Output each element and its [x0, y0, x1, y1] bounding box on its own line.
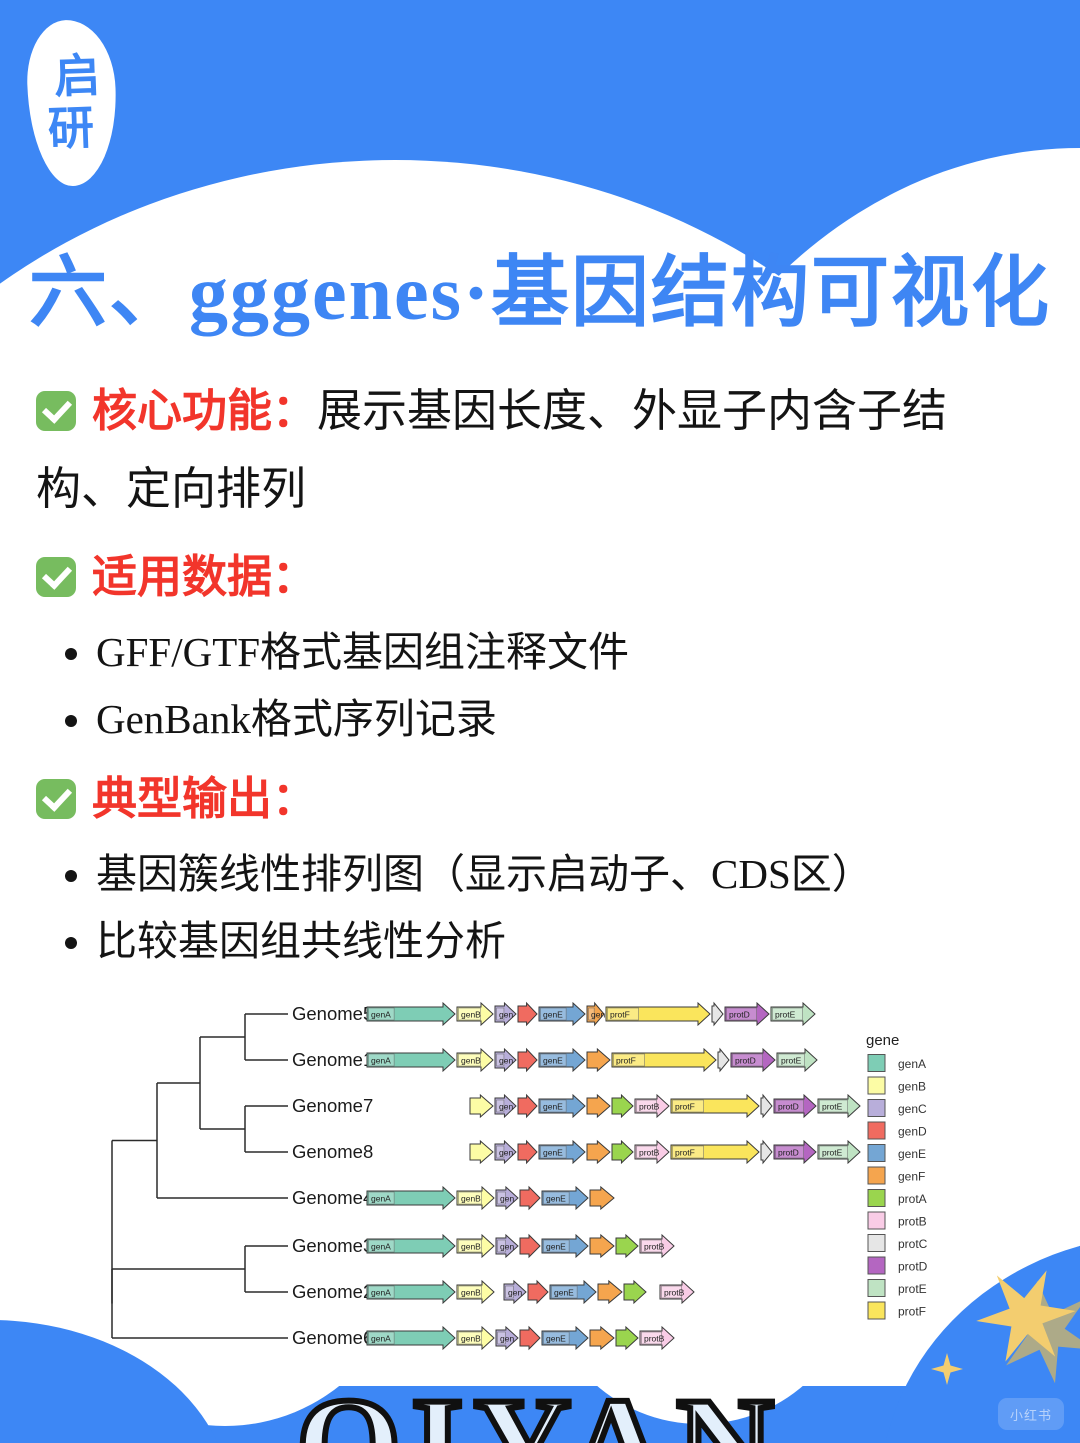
- svg-text:protA: protA: [898, 1192, 927, 1206]
- svg-text:protD: protD: [729, 1010, 750, 1020]
- svg-text:protD: protD: [778, 1148, 799, 1158]
- svg-text:protE: protE: [898, 1282, 927, 1296]
- svg-text:protB: protB: [664, 1288, 685, 1298]
- svg-text:genE: genE: [546, 1242, 566, 1252]
- svg-text:gen: gen: [500, 1334, 514, 1344]
- svg-text:genC: genC: [898, 1102, 927, 1116]
- svg-text:Genome3: Genome3: [292, 1235, 373, 1256]
- svg-text:gen: gen: [500, 1194, 514, 1204]
- section-heading: 适用数据：: [92, 552, 318, 602]
- svg-text:protE: protE: [775, 1010, 796, 1020]
- svg-text:genA: genA: [371, 1334, 391, 1344]
- svg-text:protD: protD: [898, 1260, 928, 1274]
- content: 核心功能：展示基因长度、外显子内含子结构、定向排列 适用数据： GFF/GTF格…: [36, 372, 988, 982]
- svg-text:gen: gen: [499, 1148, 513, 1158]
- list-item: 基因簇线性排列图（显示启动子、CDS区）: [96, 848, 988, 900]
- svg-text:gen: gen: [499, 1102, 513, 1112]
- list-item: GenBank格式序列记录: [96, 693, 988, 745]
- svg-text:genB: genB: [461, 1194, 481, 1204]
- svg-text:gen: gen: [499, 1056, 513, 1066]
- check-icon: [36, 391, 76, 431]
- svg-text:genA: genA: [898, 1057, 926, 1071]
- svg-text:protF: protF: [675, 1148, 695, 1158]
- svg-text:protE: protE: [822, 1102, 843, 1112]
- svg-text:genE: genE: [543, 1148, 563, 1158]
- brand-wordmark: QIYAN: [0, 1375, 1080, 1443]
- svg-text:Genome5: Genome5: [292, 1003, 373, 1024]
- svg-text:genB: genB: [461, 1242, 481, 1252]
- svg-text:genA: genA: [371, 1242, 391, 1252]
- list-item: GFF/GTF格式基因组注释文件: [96, 626, 988, 678]
- section-applicable-data: 适用数据：: [36, 538, 988, 616]
- svg-text:gen: gen: [591, 1010, 605, 1020]
- svg-text:genB: genB: [461, 1334, 481, 1344]
- svg-text:genE: genE: [546, 1334, 566, 1344]
- svg-text:Genome2: Genome2: [292, 1281, 373, 1302]
- svg-text:genD: genD: [898, 1125, 927, 1139]
- svg-text:genB: genB: [461, 1010, 481, 1020]
- qiyan-seal-logo: 启 研: [25, 18, 119, 188]
- section-heading: 典型输出：: [92, 774, 318, 824]
- svg-text:gene: gene: [866, 1032, 899, 1049]
- svg-text:protF: protF: [675, 1102, 695, 1112]
- svg-text:gen: gen: [500, 1242, 514, 1252]
- svg-text:protB: protB: [639, 1148, 660, 1158]
- svg-text:genA: genA: [371, 1056, 391, 1066]
- svg-text:protB: protB: [644, 1242, 665, 1252]
- svg-text:genF: genF: [898, 1170, 925, 1184]
- svg-text:genB: genB: [461, 1056, 481, 1066]
- svg-text:genE: genE: [554, 1288, 574, 1298]
- svg-text:Genome6: Genome6: [292, 1327, 373, 1348]
- list-item: 比较基因组共线性分析: [96, 915, 988, 967]
- svg-text:genA: genA: [371, 1010, 391, 1020]
- svg-text:genE: genE: [543, 1010, 563, 1020]
- typical-output-list: 基因簇线性排列图（显示启动子、CDS区） 比较基因组共线性分析: [36, 848, 988, 967]
- svg-text:Genome8: Genome8: [292, 1141, 373, 1162]
- svg-text:protB: protB: [644, 1334, 665, 1344]
- svg-text:genE: genE: [898, 1147, 926, 1161]
- section-body: 展示基因长度、外显子内含子结构、定向排列: [36, 386, 948, 514]
- svg-text:Genome7: Genome7: [292, 1095, 373, 1116]
- section-typical-output: 典型输出：: [36, 760, 988, 838]
- check-icon: [36, 557, 76, 597]
- svg-text:protD: protD: [735, 1056, 756, 1066]
- svg-text:protE: protE: [781, 1056, 802, 1066]
- svg-text:genE: genE: [546, 1194, 566, 1204]
- logo-char-top: 启: [53, 49, 101, 103]
- section-heading: 核心功能：: [92, 386, 318, 436]
- svg-text:Genome4: Genome4: [292, 1187, 373, 1208]
- svg-text:genE: genE: [543, 1056, 563, 1066]
- logo-char-bottom: 研: [47, 102, 95, 155]
- svg-text:genB: genB: [898, 1080, 926, 1094]
- watermark-badge: 小红书: [998, 1398, 1064, 1430]
- svg-text:protD: protD: [778, 1102, 799, 1112]
- svg-text:genA: genA: [371, 1288, 391, 1298]
- page-title: 六、gggenes·基因结构可视化: [29, 249, 1051, 336]
- svg-text:protF: protF: [898, 1305, 926, 1319]
- svg-text:protC: protC: [898, 1237, 928, 1251]
- svg-text:genA: genA: [371, 1194, 391, 1204]
- section-core-functions: 核心功能：展示基因长度、外显子内含子结构、定向排列: [36, 372, 988, 528]
- applicable-data-list: GFF/GTF格式基因组注释文件 GenBank格式序列记录: [36, 626, 988, 745]
- svg-text:protF: protF: [610, 1010, 630, 1020]
- svg-text:gen: gen: [508, 1288, 522, 1298]
- svg-text:protE: protE: [822, 1148, 843, 1158]
- svg-text:genE: genE: [543, 1102, 563, 1112]
- svg-text:protB: protB: [898, 1215, 927, 1229]
- svg-text:protB: protB: [639, 1102, 660, 1112]
- svg-text:Genome1: Genome1: [292, 1049, 373, 1070]
- svg-text:genB: genB: [461, 1288, 481, 1298]
- svg-text:protF: protF: [616, 1056, 636, 1066]
- check-icon: [36, 779, 76, 819]
- svg-text:gen: gen: [499, 1010, 513, 1020]
